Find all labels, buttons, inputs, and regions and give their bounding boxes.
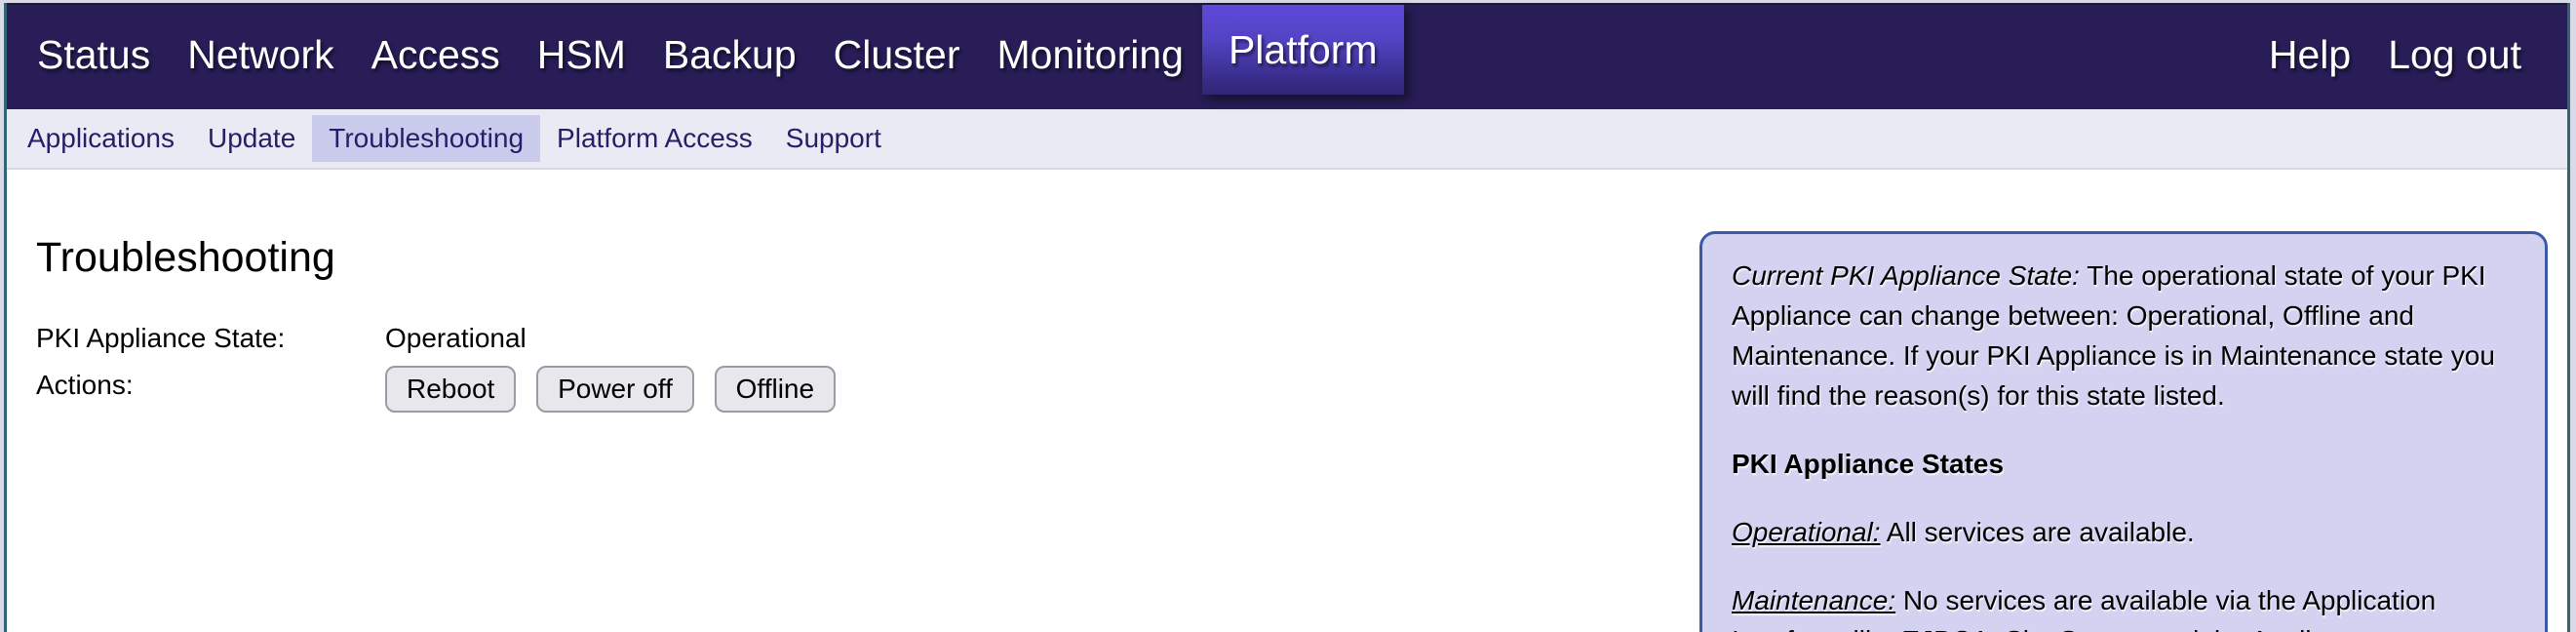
subnav-applications[interactable]: Applications bbox=[27, 123, 175, 153]
help-maintenance-text: No services are available via the Applic… bbox=[1732, 585, 2437, 632]
nav-network[interactable]: Network bbox=[187, 32, 334, 77]
sub-navigation: Applications Update Troubleshooting Plat… bbox=[7, 109, 2567, 170]
appliance-state-label: PKI Appliance State: bbox=[36, 323, 286, 353]
nav-cluster[interactable]: Cluster bbox=[833, 32, 960, 77]
top-nav-right-group: Help Log out bbox=[2250, 5, 2567, 104]
nav-hsm[interactable]: HSM bbox=[536, 32, 626, 77]
nav-status[interactable]: Status bbox=[37, 32, 151, 77]
nav-backup[interactable]: Backup bbox=[662, 32, 797, 77]
appliance-state-value: Operational bbox=[385, 323, 527, 353]
nav-access[interactable]: Access bbox=[371, 32, 500, 77]
reboot-button[interactable]: Reboot bbox=[385, 366, 517, 413]
help-intro: Current PKI Appliance State: The operati… bbox=[1732, 256, 2516, 415]
action-buttons: Reboot Power off Offline bbox=[385, 366, 848, 413]
top-navigation: Status Network Access HSM Backup Cluster… bbox=[7, 3, 2567, 109]
help-operational-text: All services are available. bbox=[1886, 517, 2195, 547]
page-title: Troubleshooting bbox=[36, 234, 335, 281]
top-nav-left-group: Status Network Access HSM Backup Cluster… bbox=[7, 5, 1404, 104]
subnav-troubleshooting[interactable]: Troubleshooting bbox=[312, 115, 541, 162]
nav-monitoring[interactable]: Monitoring bbox=[996, 32, 1184, 77]
subnav-platform-access[interactable]: Platform Access bbox=[557, 123, 753, 153]
help-states-heading: PKI Appliance States bbox=[1732, 449, 2005, 479]
nav-logout[interactable]: Log out bbox=[2388, 32, 2521, 77]
power-off-button[interactable]: Power off bbox=[536, 366, 694, 413]
subnav-update[interactable]: Update bbox=[207, 123, 296, 153]
help-intro-term: Current PKI Appliance State: bbox=[1732, 260, 2080, 291]
subnav-support[interactable]: Support bbox=[785, 123, 881, 153]
appliance-state-row: PKI Appliance State: Operational bbox=[36, 319, 2567, 358]
actions-label: Actions: bbox=[36, 370, 134, 400]
help-panel: Current PKI Appliance State: The operati… bbox=[1699, 231, 2548, 632]
nav-platform[interactable]: Platform bbox=[1201, 5, 1404, 95]
help-intro-text: The operational state of your PKI Applia… bbox=[1732, 260, 2495, 411]
offline-button[interactable]: Offline bbox=[714, 366, 837, 413]
help-entry-operational: Operational: All services are available. bbox=[1732, 512, 2516, 552]
help-entry-maintenance: Maintenance: No services are available v… bbox=[1732, 580, 2516, 632]
nav-help[interactable]: Help bbox=[2268, 32, 2352, 77]
help-maintenance-term: Maintenance: bbox=[1732, 585, 1896, 615]
state-form: PKI Appliance State: Operational Actions… bbox=[36, 319, 2567, 413]
help-operational-term: Operational: bbox=[1732, 517, 1881, 547]
actions-row: Actions: Reboot Power off Offline bbox=[36, 366, 2567, 413]
main-content: Troubleshooting PKI Appliance State: Ope… bbox=[7, 234, 2567, 413]
